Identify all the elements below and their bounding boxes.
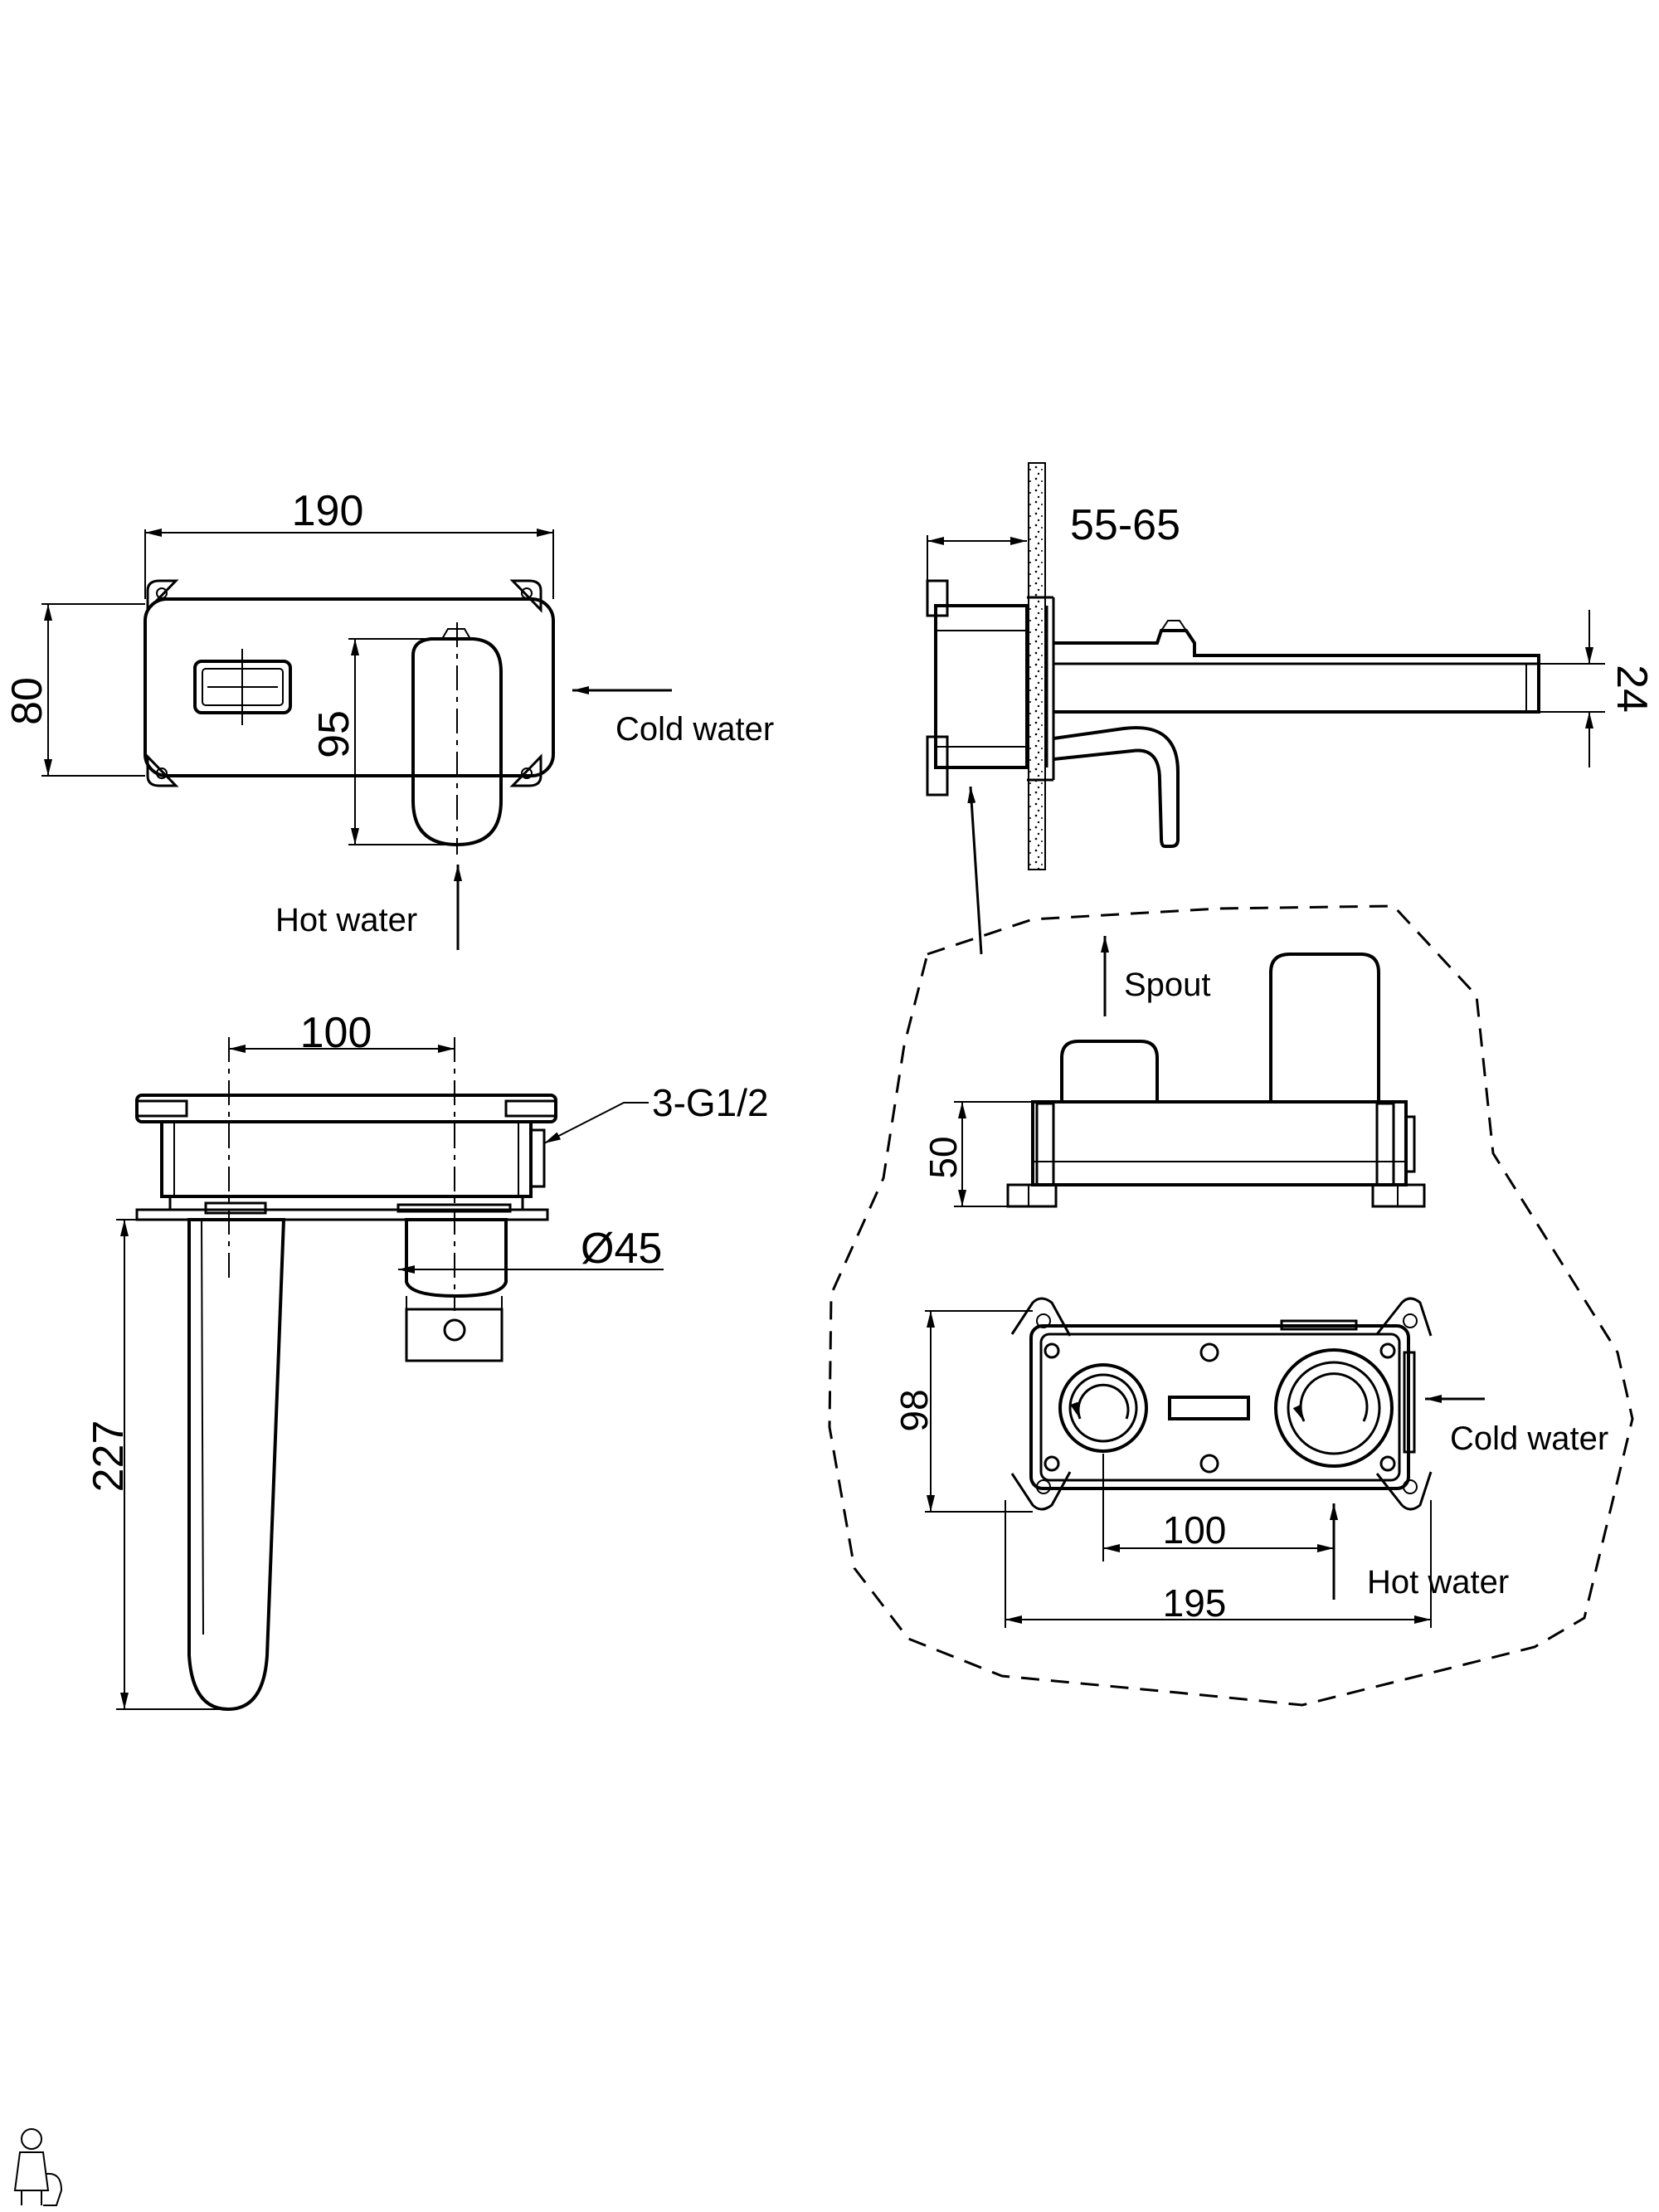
dim-spout-length: 227 bbox=[85, 1420, 133, 1493]
front-hot-water-label: Hot water bbox=[275, 902, 417, 938]
top-in-wall-body bbox=[160, 1120, 533, 1198]
dim-spout-thickness: 24 bbox=[1608, 665, 1656, 713]
diverter-knob bbox=[193, 649, 292, 725]
top-view: 100 3-G1/2 Ø45 227 bbox=[85, 1009, 769, 1712]
dim-top-spacing: 100 bbox=[300, 1009, 372, 1057]
dim-handle-height: 95 bbox=[310, 710, 358, 758]
dim-front-height: 80 bbox=[3, 677, 51, 725]
corner-mascot-logo bbox=[13, 2128, 63, 2206]
dim-box-height: 50 bbox=[922, 1136, 965, 1178]
side-in-wall-body bbox=[934, 604, 1029, 769]
box-cold-water-label: Cold water bbox=[1450, 1420, 1608, 1457]
side-lever bbox=[1053, 726, 1180, 848]
dim-wall-depth: 55-65 bbox=[1070, 501, 1180, 549]
side-spout bbox=[1053, 629, 1540, 714]
front-cover-plate bbox=[144, 597, 555, 777]
top-wall-plate bbox=[135, 1208, 549, 1221]
top-lever bbox=[405, 1218, 508, 1298]
side-view: 55-65 24 bbox=[926, 462, 1656, 955]
dim-diameter: Ø45 bbox=[581, 1225, 662, 1273]
dim-front-width: 190 bbox=[292, 487, 364, 535]
box-front-view: Cold water Hot water 98 100 195 bbox=[893, 1297, 1608, 1628]
front-cold-water-label: Cold water bbox=[615, 711, 774, 748]
dim-box-width: 195 bbox=[1163, 1581, 1227, 1625]
in-wall-box-detail: Spout 50 bbox=[828, 904, 1634, 1707]
thread-label: 3-G1/2 bbox=[652, 1081, 769, 1124]
front-view: 190 80 95 Cold water Hot water bbox=[3, 487, 774, 950]
dim-box-depth: 98 bbox=[893, 1389, 936, 1431]
top-spout bbox=[187, 1218, 286, 1712]
box-side-view: Spout 50 bbox=[922, 936, 1426, 1208]
spout-label: Spout bbox=[1124, 967, 1211, 1003]
box-hot-water-label: Hot water bbox=[1367, 1564, 1509, 1601]
top-cover-plate bbox=[135, 1094, 557, 1123]
detail-boundary bbox=[828, 904, 1634, 1707]
wall-section bbox=[1028, 462, 1046, 870]
dim-box-spacing: 100 bbox=[1163, 1508, 1227, 1552]
